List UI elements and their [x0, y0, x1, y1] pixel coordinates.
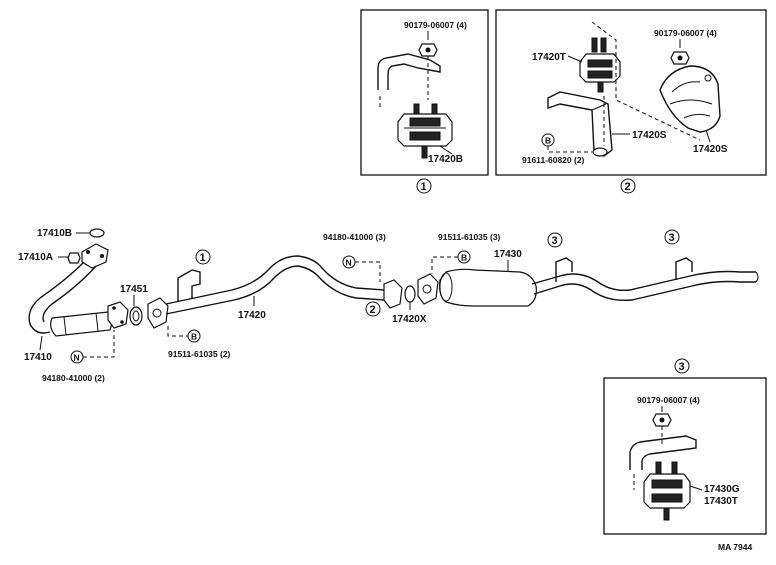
callout-2-circle: [365, 301, 381, 317]
panel-3-callout-circle: [674, 358, 690, 374]
nut-code-mid: N: [346, 258, 352, 268]
bolt-code-left: B: [191, 332, 197, 342]
callout-2: 2: [370, 304, 376, 316]
panel-1-mount-icon: [397, 103, 453, 159]
callout-1-circle: [195, 249, 211, 265]
bolt-left-leader: [167, 326, 188, 337]
label-17410B: 17410B: [37, 228, 72, 239]
panel-1-frame: [360, 9, 489, 176]
panel-2-bolt-code: B: [545, 136, 551, 146]
label-17430: 17430: [494, 249, 522, 260]
panel-3-mount-leader: [689, 485, 703, 491]
panel-1-callout: 1: [421, 181, 427, 193]
center-pipe-hanger: [177, 269, 201, 302]
panel-2-nut-icon: [670, 51, 690, 65]
tail-hanger-a: [555, 257, 573, 282]
callout-3a-circle: [547, 232, 563, 248]
panel-2-heat-shield-label: 17420S: [693, 144, 728, 155]
panel-2-nut-label: 90179-06007 (4): [654, 28, 717, 38]
nut-17410A-icon: [67, 252, 81, 264]
bolt-label-left: 91511-61035 (2): [168, 349, 231, 359]
panel-3-mount-label-g: 17430G: [704, 484, 740, 495]
nut-label-mid: 94180-41000 (3): [323, 232, 386, 242]
front-pipe-inner: [42, 265, 97, 323]
label-17410A: 17410A: [18, 252, 53, 263]
panel-2-bolt-label: 91611-60820 (2): [522, 155, 585, 165]
panel-1-bracket: [377, 53, 441, 90]
panel-3-bracket: [629, 435, 697, 470]
tail-pipe-bottom: [533, 280, 756, 302]
panel-1-nut-label: 90179-06007 (4): [404, 20, 467, 30]
front-flange: [81, 243, 109, 269]
center-pipe-top-edge: [165, 255, 385, 305]
panel-2-bolt-leader: [547, 146, 592, 153]
panel-2-frame: [495, 9, 767, 176]
resonator-seams: [63, 312, 99, 336]
nut-code-left: N: [74, 353, 80, 363]
label-17420X: 17420X: [392, 314, 427, 325]
callout-1: 1: [200, 252, 206, 264]
panel-1: 90179-06007 (4) 17420B 1: [360, 9, 489, 194]
panel-2: 90179-06007 (4) 17420T 17420S: [495, 9, 767, 194]
front-pipe-outer: [28, 261, 85, 334]
center-pipe-bottom-edge: [165, 265, 385, 315]
leader-17410: [39, 335, 43, 351]
front-pipe-resonator: [50, 311, 113, 337]
label-17451: 17451: [120, 284, 148, 295]
panel-2-shield-leader: [705, 129, 711, 143]
gasket-17451-icon: [129, 306, 143, 326]
tail-pipe-top: [531, 270, 756, 292]
panel-3-callout: 3: [679, 361, 685, 373]
nut-left-leader: [83, 330, 115, 358]
tail-pipe-tip: [755, 271, 759, 283]
panel-2-heat-shield-ribs: [669, 81, 713, 119]
panel-1-callout-circle: [416, 178, 432, 194]
main-assembly: 17410B 17410A 17410 N 94180-41000 (2) 17…: [18, 228, 759, 383]
callout-3a: 3: [552, 235, 558, 247]
panel-3: 3 90179-06007 (4) 17430G 17430T: [603, 358, 767, 535]
panel-3-nut-label: 90179-06007 (4): [637, 395, 700, 405]
bolt-code-mid: B: [461, 253, 467, 263]
panel-2-mount-top-label: 17420T: [532, 52, 566, 63]
label-17410: 17410: [24, 352, 52, 363]
panel-2-heat-shield: [659, 65, 721, 133]
muffler-body: [439, 268, 537, 307]
bolt-label-mid: 91511-61035 (3): [438, 232, 501, 242]
panel-1-mount-label: 17420B: [428, 154, 463, 165]
panel-2-bolt-icon: [592, 147, 608, 157]
panel-3-nut-icon: [652, 413, 672, 427]
bolt-code-left-circle: [187, 329, 201, 343]
label-17420: 17420: [238, 310, 266, 321]
callout-3b: 3: [669, 232, 675, 244]
panel-2-bracket: [547, 91, 613, 157]
nut-mid-leader: [355, 261, 381, 282]
panel-2-mount-icon: [579, 37, 621, 93]
panel-3-mount-label-t: 17430T: [704, 496, 738, 507]
panel-1-nut-icon: [418, 43, 438, 57]
panel-1-mount-leader: [439, 145, 453, 155]
panel-3-mount-icon: [643, 461, 691, 521]
panel-2-callout: 2: [625, 181, 631, 193]
muffler-front-flange: [417, 273, 439, 305]
callout-3b-circle: [664, 229, 680, 245]
bolt-mid-leader: [431, 256, 458, 274]
gasket-17420X-icon: [404, 285, 416, 303]
panel-3-frame: [603, 377, 767, 535]
tail-hanger-b: [675, 257, 693, 280]
mid-joint-flange: [383, 279, 403, 309]
panel-2-callout-circle: [620, 178, 636, 194]
front-pipe-rear-flange: [107, 301, 129, 329]
panel-2-bracket-edge: [591, 103, 607, 111]
diagram-reference: MA 7944: [718, 542, 752, 552]
nut-label-left: 94180-41000 (2): [42, 373, 105, 383]
panel-2-bracket-label: 17420S: [632, 130, 667, 141]
center-pipe-front-flange: [147, 297, 169, 329]
panel-2-mount-leader: [567, 55, 583, 63]
gasket-17410B-icon: [89, 228, 105, 238]
